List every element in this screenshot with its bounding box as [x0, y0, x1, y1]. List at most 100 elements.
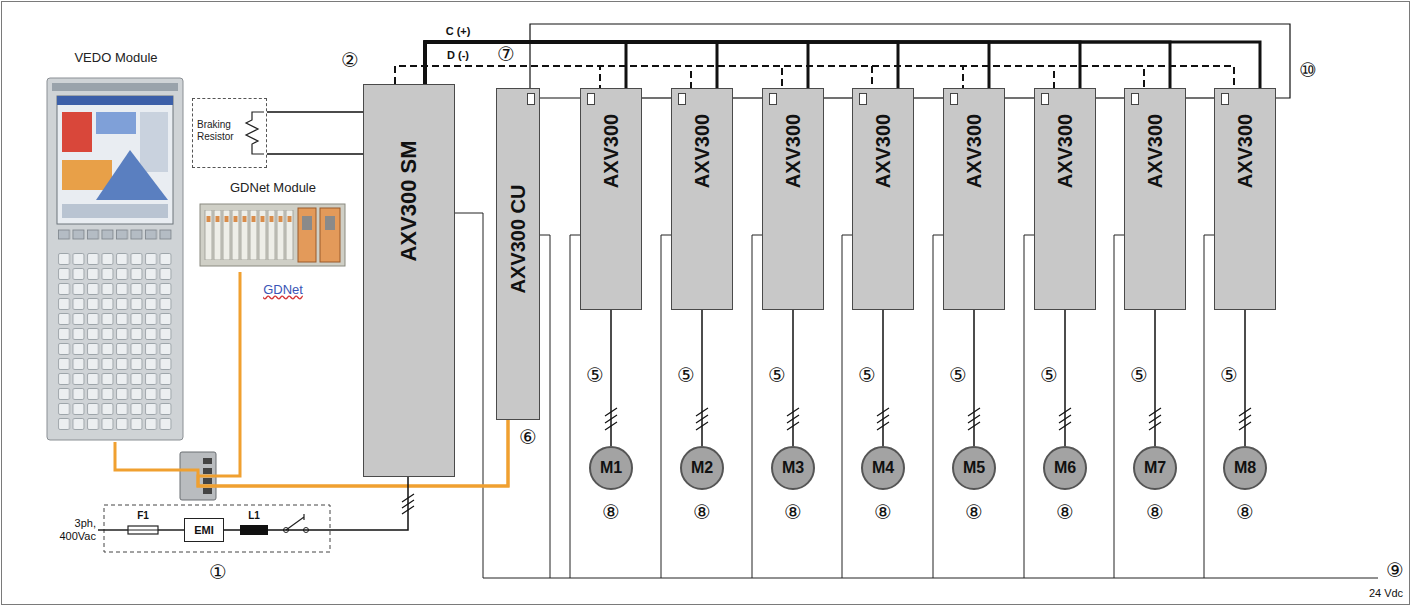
hmi-panel-picture: [62, 160, 112, 190]
node-text: AXV300: [783, 114, 803, 189]
callout-number: ⑧: [784, 501, 802, 524]
node-text: M4: [872, 459, 894, 477]
callout-number: ②: [341, 49, 359, 72]
io-module-picture: [325, 216, 335, 230]
dc-bus-negative: [395, 66, 963, 88]
node-text: EMI: [194, 524, 214, 536]
callout-number: ⑧: [602, 501, 620, 524]
drive-link: [824, 97, 852, 98]
hmi-panel-picture: [96, 112, 136, 134]
hmi-panel-picture: [57, 252, 173, 432]
drive-link: [530, 24, 1290, 98]
drive-link: [1186, 98, 1214, 99]
drive-module: AXV300: [1124, 88, 1186, 310]
node-text: AXV300 SM: [398, 140, 420, 261]
dc-bus-negative: [395, 66, 872, 88]
drive-module: AXV300: [852, 88, 914, 310]
resistor-symbol: [246, 112, 264, 154]
dc-bus-negative: [395, 66, 1234, 88]
mains-input: [286, 514, 304, 530]
phase-ticks: [402, 494, 414, 514]
drive-link: [1186, 97, 1214, 98]
connector-port: [950, 93, 958, 105]
module-heading: GDNet Module: [191, 180, 355, 196]
network-cable: [198, 272, 508, 486]
network-label: GDNet: [263, 283, 303, 298]
drive-link: [1096, 98, 1124, 99]
motor-cable: [1239, 310, 1251, 446]
drive-module: AXV300: [671, 88, 733, 310]
phase-ticks: [877, 408, 889, 430]
node-text: M6: [1054, 459, 1076, 477]
drive-link: [733, 98, 762, 99]
node-text: AXV300: [873, 114, 893, 189]
node-text: AXV300: [964, 114, 984, 189]
connector-port: [859, 93, 867, 105]
dc-bus-negative: [395, 66, 963, 88]
drive-link: [540, 98, 580, 99]
network-switch: [203, 478, 212, 484]
hmi-panel-picture: [47, 78, 183, 440]
callout-number: ⑥: [519, 426, 537, 449]
io-module: GDNet Module: [191, 180, 355, 272]
network-switch: [203, 488, 212, 494]
node-text: M5: [963, 459, 985, 477]
callout-number: ⑤: [586, 364, 604, 387]
connector-port: [1041, 93, 1049, 105]
phase-ticks: [1239, 408, 1251, 430]
drive-link: [1096, 97, 1124, 98]
phase-ticks: [1149, 408, 1161, 430]
node-text: M7: [1144, 459, 1166, 477]
connector-port: [769, 93, 777, 105]
connector-port: [678, 93, 686, 105]
motor-cable: [968, 310, 980, 446]
dc-bus-negative: [395, 66, 1144, 88]
supply-label: 3ph, 400Vac: [40, 517, 96, 542]
drive-module: AXV300: [1214, 88, 1276, 310]
dc-bus-negative: [395, 66, 1054, 88]
callout-number: ⑦: [497, 43, 515, 66]
dc-bus-negative: [395, 66, 1054, 88]
drive-module: AXV300: [1034, 88, 1096, 310]
motor-circle: M3: [771, 446, 815, 490]
callout-number: ⑧: [965, 501, 983, 524]
callout-number: ⑤: [768, 364, 786, 387]
drive-link: [642, 97, 671, 98]
callout-number: ⑧: [1056, 501, 1074, 524]
mains-cable: [224, 477, 408, 530]
motor-circle: M6: [1043, 446, 1087, 490]
dc-bus-negative: [395, 66, 1234, 88]
filter-box: EMI: [184, 518, 224, 542]
motor-cable: [605, 310, 617, 446]
part-label: L1: [248, 510, 260, 522]
node-text: AXV300 CU: [508, 185, 528, 294]
motor-cable: [787, 310, 799, 446]
callout-number: ⑤: [949, 364, 967, 387]
motor-circle: M4: [861, 446, 905, 490]
network-cable: [198, 272, 508, 486]
callout-number: ⑧: [693, 501, 711, 524]
node-text: AXV300: [1235, 114, 1255, 189]
io-module-picture: [298, 208, 316, 262]
mains-input: [128, 530, 158, 531]
callout-number: ⑤: [858, 364, 876, 387]
supply-label: 24 Vdc: [1369, 587, 1403, 600]
dc-bus-negative: [395, 66, 872, 88]
callout-number: ①: [209, 561, 227, 584]
hmi-panel-picture: [140, 112, 168, 172]
callout-number: ⑧: [1146, 501, 1164, 524]
resistor-wire: [267, 112, 363, 154]
io-module-picture: [200, 204, 345, 266]
connector-port: [527, 93, 535, 105]
drive-link: [914, 97, 943, 98]
motor-circle: M1: [589, 446, 633, 490]
connector-port: [587, 93, 595, 105]
mains-input: [98, 505, 330, 552]
node-text: AXV300: [601, 114, 621, 189]
io-module-picture: [302, 216, 312, 230]
node-text: M2: [691, 459, 713, 477]
motor-circle: M8: [1223, 446, 1267, 490]
callout-number: ⑧: [874, 501, 892, 524]
part-label: F1: [137, 510, 149, 522]
